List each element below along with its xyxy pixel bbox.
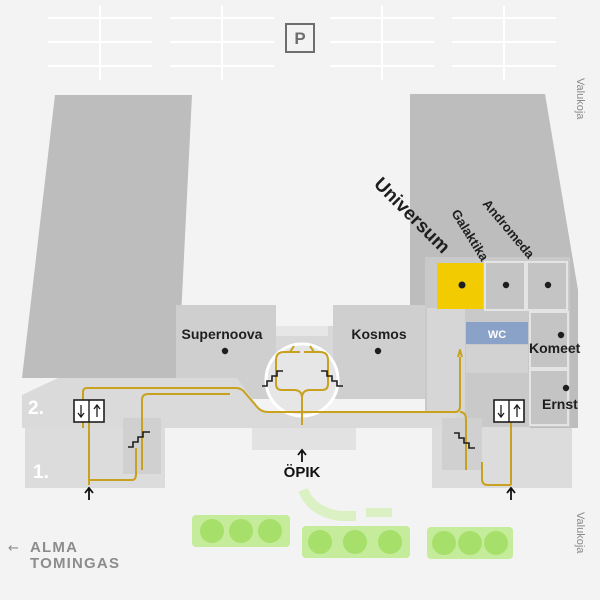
room-dot-icon [374, 347, 382, 355]
green-areas [192, 487, 513, 559]
entrance-arrow-center [297, 448, 307, 462]
direction-label-line1: ALMA [30, 539, 78, 556]
room-dot-icon [502, 281, 510, 289]
room-dot-icon [544, 281, 552, 289]
room-dot-icon [557, 331, 565, 339]
street-label-top: Valukoja [574, 78, 586, 120]
stairs-icon-atrium-left [262, 370, 283, 387]
room-dot-icon [221, 347, 229, 355]
parking-lot [48, 6, 556, 80]
elevator-icon-left [73, 399, 105, 423]
room-label-kosmos: Kosmos [351, 326, 406, 342]
route-paths [82, 345, 512, 486]
floor-2-label: 2. [28, 398, 44, 419]
parking-label: P [294, 29, 305, 48]
direction-label-line2: TOMINGAS [30, 555, 120, 572]
room-label-ernst: Ernst [542, 396, 578, 412]
floor-1-label: 1. [33, 462, 49, 483]
stairs-icon-atrium-right [321, 370, 343, 387]
ernst-room [529, 369, 569, 426]
wc-block: WC [466, 322, 528, 344]
entrance-arrow-right [506, 486, 516, 500]
direction-arrow-icon: ← [8, 541, 19, 556]
right-stair-area [442, 418, 482, 470]
elevator-icon-right [493, 399, 525, 423]
room-dot-icon [562, 384, 570, 392]
entrance-arrow-left [84, 486, 94, 500]
wc-label: WC [488, 329, 506, 341]
room-label-komeet: Komeet [529, 340, 581, 356]
entrance-label-opik: ÖPIK [284, 464, 321, 481]
parking-icon: P [285, 23, 315, 53]
stairs-icon-left [128, 431, 150, 448]
room-label-supernoova: Supernoova [182, 326, 263, 342]
right-lobby [427, 308, 465, 418]
service-room [466, 345, 528, 373]
room-dots [221, 281, 570, 392]
komeet-room [529, 311, 569, 369]
room-dot-icon [458, 281, 466, 289]
street-label-bottom: Valukoja [574, 512, 586, 554]
left-wing [22, 95, 192, 378]
stairs-icon-right [454, 432, 475, 449]
